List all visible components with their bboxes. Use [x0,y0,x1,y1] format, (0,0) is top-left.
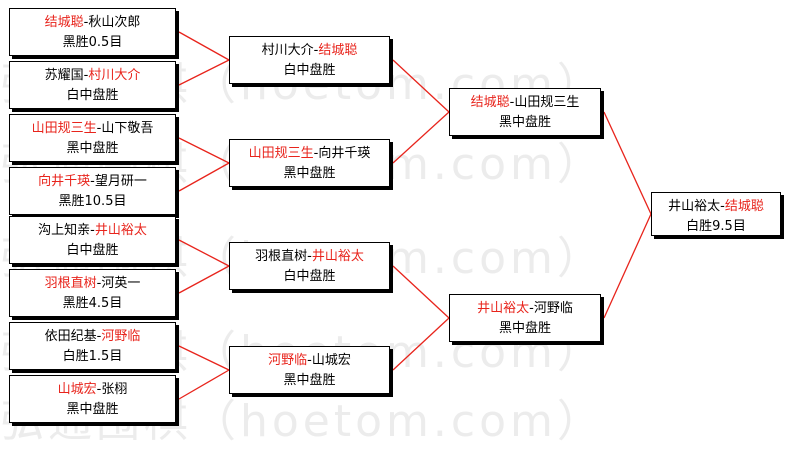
match-result: 白中盘胜 [66,88,119,103]
connector-line [178,239,230,267]
winner-name: 结城聪 [318,43,358,58]
winner-name: 村川大介 [88,68,141,83]
winner-name: 山田规三生 [248,146,314,161]
connector-line [178,369,230,400]
winner-name: 井山裕太 [311,249,364,264]
connector-line [392,111,450,164]
player-name: 羽根直树- [255,249,312,264]
match-result: 黑中盘胜 [66,141,119,156]
match-players: 山田规三生-向井千瑛 [230,144,389,164]
connector-line [603,213,652,319]
match-players: 结城聪-秋山次郎 [10,13,175,33]
match-result: 白中盘胜 [283,269,336,284]
winner-name: 结城聪 [44,15,84,30]
connector-line [178,137,230,164]
match-result: 白胜9.5目 [686,219,746,234]
connector-line [603,111,652,215]
player-name: -山田规三生 [509,95,580,110]
player-name: 井山裕太- [668,199,725,214]
match-box-round1-3: 山田规三生-山下敬吾黑中盘胜 [9,114,176,162]
connector-line [392,59,450,113]
connector-line [392,265,450,319]
match-result: 黑胜0.5目 [62,35,123,50]
match-players: 井山裕太-河野临 [450,299,600,319]
winner-name: 井山裕太 [477,301,530,316]
match-box-round2-3: 羽根直树-井山裕太白中盘胜 [229,242,390,290]
match-players: 结城聪-山田规三生 [450,93,600,113]
connector-line [392,317,450,371]
match-players: 沟上知亲-井山裕太 [10,221,175,241]
winner-name: 山田规三生 [31,121,97,136]
match-box-round1-7: 依田纪基-河野临白胜1.5目 [9,322,176,370]
match-players: 依田纪基-河野临 [10,327,175,347]
match-result: 黑中盘胜 [498,115,551,130]
player-name: -望月研一 [90,174,147,189]
match-players: 向井千瑛-望月研一 [10,172,175,192]
match-result: 白中盘胜 [66,243,119,258]
player-name: -向井千瑛 [313,146,371,161]
match-box-round3-1: 结城聪-山田规三生黑中盘胜 [449,88,601,136]
match-players: 苏耀国-村川大介 [10,66,175,86]
player-name: -秋山次郎 [83,15,141,30]
match-players: 羽根直树-河英一 [10,274,175,294]
winner-name: 向井千瑛 [38,174,91,189]
match-result: 黑中盘胜 [66,402,119,417]
match-box-round2-2: 山田规三生-向井千瑛黑中盘胜 [229,139,390,187]
player-name: -河野临 [529,301,573,316]
match-box-round1-1: 结城聪-秋山次郎黑胜0.5目 [9,8,176,56]
player-name: 沟上知亲- [38,223,95,238]
match-players: 羽根直树-井山裕太 [230,247,389,267]
player-name: -张栩 [96,382,128,397]
winner-name: 山城宏 [57,382,97,397]
player-name: 村川大介- [261,43,319,58]
connector-line [178,162,230,192]
match-result: 黑胜4.5目 [62,296,123,311]
connector-line [178,59,230,86]
winner-name: 河野临 [101,329,141,344]
match-result: 黑中盘胜 [498,321,551,336]
match-players: 井山裕太-结城聪 [652,197,780,217]
winner-name: 结城聪 [470,95,510,110]
match-result: 黑胜10.5目 [58,194,127,209]
connector-line [178,31,230,61]
match-box-round1-6: 羽根直树-河英一黑胜4.5目 [9,269,176,317]
match-box-round2-4: 河野临-山城宏黑中盘胜 [229,346,390,394]
match-box-final-1: 井山裕太-结城聪白胜9.5目 [651,192,781,236]
player-name: -河英一 [96,276,141,291]
match-result: 白中盘胜 [283,63,336,78]
match-result: 黑中盘胜 [283,373,336,388]
player-name: -山城宏 [307,353,351,368]
match-players: 山田规三生-山下敬吾 [10,119,175,139]
match-box-round2-1: 村川大介-结城聪白中盘胜 [229,36,390,84]
match-result: 白胜1.5目 [62,349,123,364]
connector-line [178,345,230,371]
match-box-round1-2: 苏耀国-村川大介白中盘胜 [9,61,176,109]
match-box-round1-8: 山城宏-张栩黑中盘胜 [9,375,176,423]
match-box-round1-5: 沟上知亲-井山裕太白中盘胜 [9,216,176,264]
match-players: 村川大介-结城聪 [230,41,389,61]
player-name: 依田纪基- [44,329,102,344]
player-name: -山下敬吾 [96,121,154,136]
winner-name: 羽根直树 [44,276,97,291]
winner-name: 井山裕太 [94,223,147,238]
player-name: 苏耀国- [44,68,89,83]
match-result: 黑中盘胜 [283,166,336,181]
winner-name: 河野临 [268,353,308,368]
match-box-round3-2: 井山裕太-河野临黑中盘胜 [449,294,601,342]
match-players: 河野临-山城宏 [230,351,389,371]
match-box-round1-4: 向井千瑛-望月研一黑胜10.5目 [9,167,176,215]
bracket-connectors [178,31,652,400]
match-players: 山城宏-张栩 [10,380,175,400]
connector-line [178,265,230,294]
winner-name: 结城聪 [724,199,764,214]
